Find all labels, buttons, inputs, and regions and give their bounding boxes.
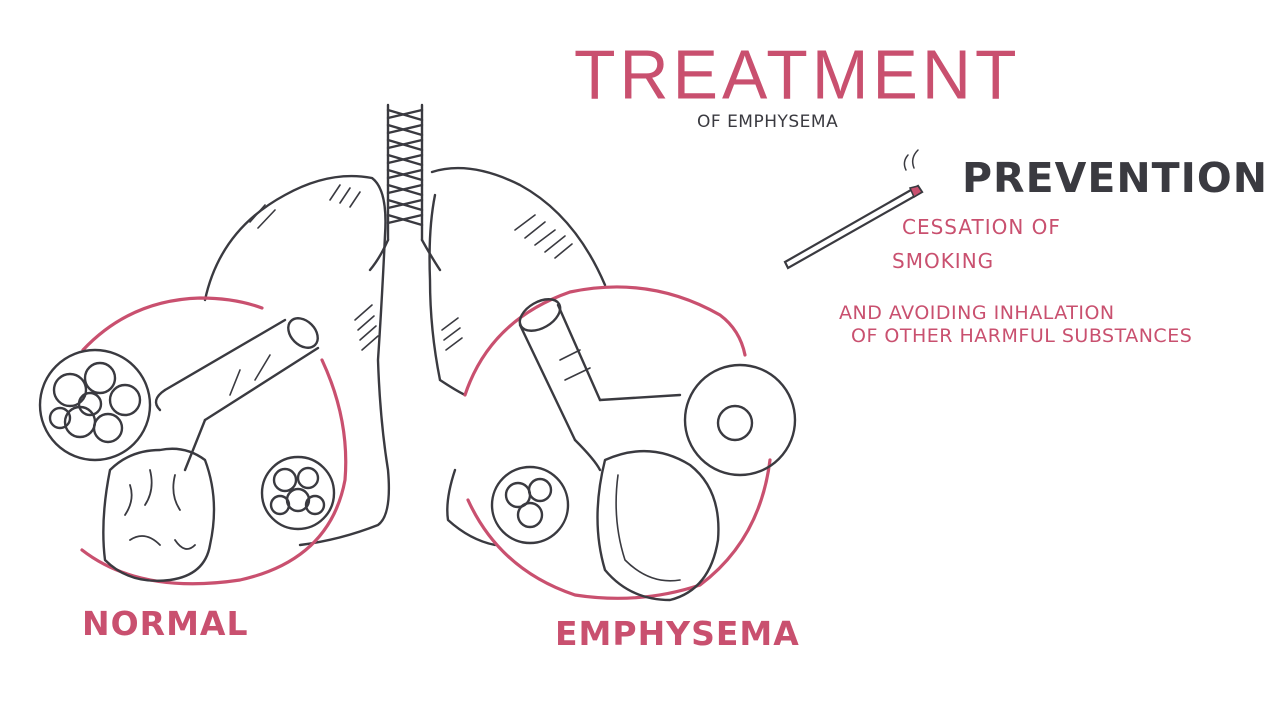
prevention-line-4: OF OTHER HARMFUL SUBSTANCES [851,325,1193,347]
page-title: TREATMENT [574,36,1021,114]
right-lung-outline [428,166,607,547]
emphysema-alveoli [490,298,797,602]
prevention-heading: PREVENTION [962,154,1269,202]
trachea [368,103,442,272]
cigarette-icon [783,149,924,270]
left-lung-outline [203,174,391,547]
prevention-line-2: SMOKING [892,249,995,273]
prevention-line-1: CESSATION OF [902,215,1061,239]
prevention-line-3: AND AVOIDING INHALATION [839,302,1115,324]
normal-alveoli [38,317,336,582]
emphysema-magnification-circle [463,285,772,600]
normal-magnification-circle [80,296,348,586]
page-subtitle: OF EMPHYSEMA [697,112,839,132]
emphysema-label: EMPHYSEMA [555,614,800,653]
normal-label: NORMAL [82,604,249,643]
